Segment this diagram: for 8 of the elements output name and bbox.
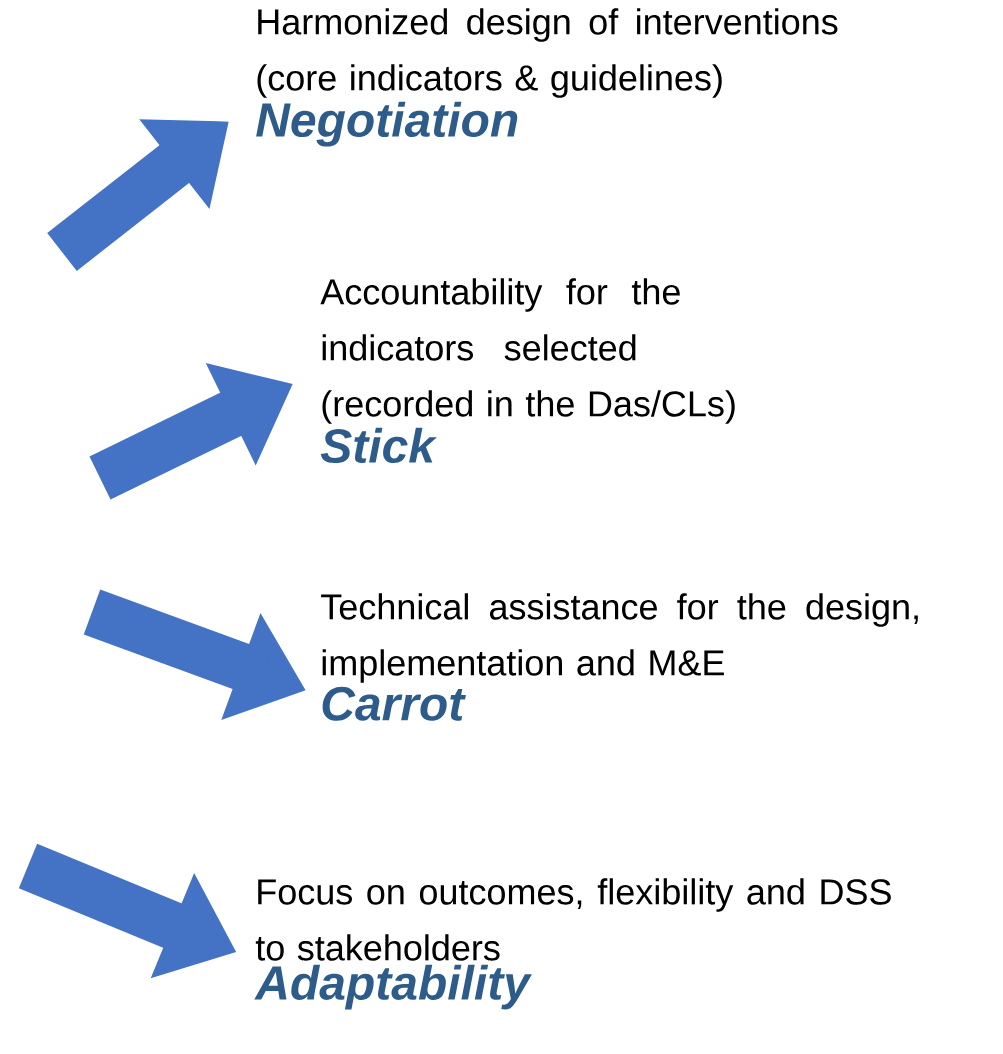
keyword-label: Carrot — [322, 686, 466, 721]
keyword-label: Negotiation — [256, 101, 518, 147]
keyword-label: Stick — [320, 427, 437, 464]
description-text: Focus on outcomes, flexibility and DSS to stakeholders — [255, 878, 891, 961]
description-text: Technical assistance for the design, implementation and M&E — [321, 593, 918, 683]
description-text: Accountability for the indicators selected (recorded in the Das/CLs) — [320, 278, 735, 424]
keyword-label: Adaptability — [254, 964, 532, 1010]
description-text: Harmonized design of interventions (core indicators & guidelines) — [257, 8, 838, 98]
